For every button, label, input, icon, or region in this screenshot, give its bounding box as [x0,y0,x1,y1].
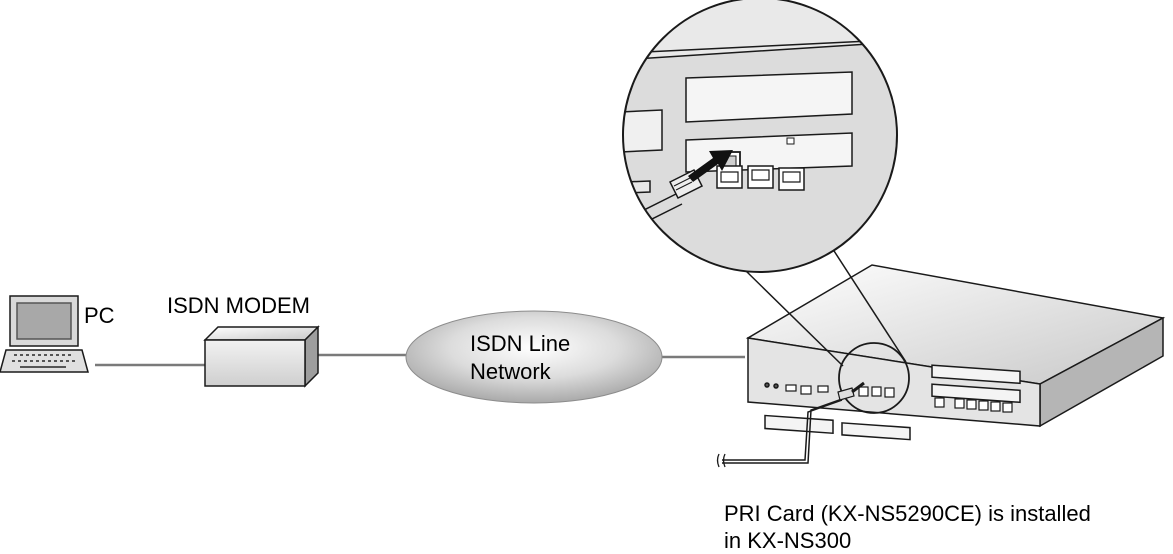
zoom-detail [622,0,898,273]
pri-cable [722,397,846,464]
isdn-network-cloud [405,310,663,404]
caption-line1: PRI Card (KX-NS5290CE) is installed [724,501,1091,526]
zoom-lines [744,236,907,367]
pri-card-highlight [838,342,910,414]
pc-label: PC [84,303,115,328]
modem-label: ISDN MODEM [167,293,310,318]
network-label-line1: ISDN Line [470,331,571,356]
isdn-modem-icon [203,325,320,388]
network-label-line2: Network [470,359,551,384]
caption-line2: in KX-NS300 [724,528,852,553]
pc-icon [0,295,89,373]
pbx-unit-icon [745,264,1166,441]
connection-lines [95,353,745,367]
